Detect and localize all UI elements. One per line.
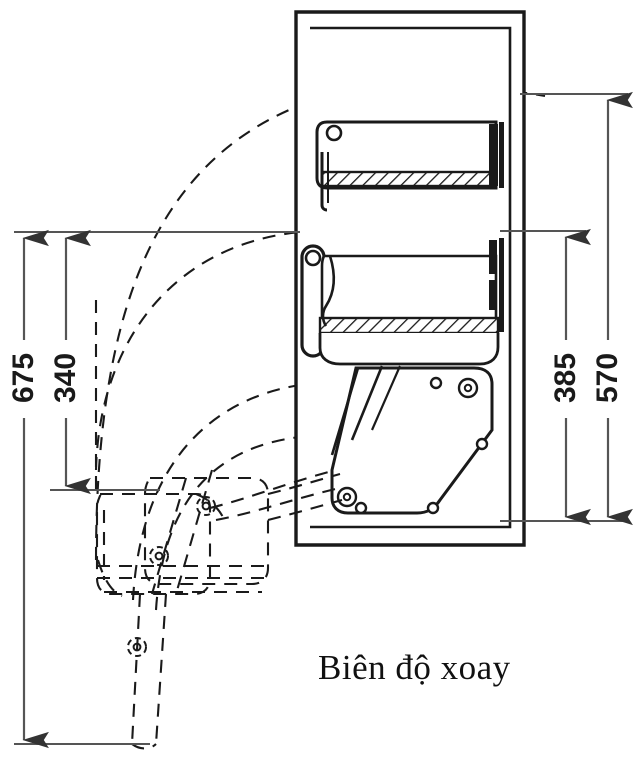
dimension-label-675: 675 [7,352,40,404]
dimension-label-385: 385 [549,352,582,404]
drawing-caption: Biên độ xoay [318,648,511,687]
lower-shelf-assembly [300,238,504,366]
phantom-pivot-circles [127,496,216,657]
dimension-label-570: 570 [591,352,624,404]
dimension-label-340: 340 [49,352,82,404]
dimension-text-gaps [12,340,621,418]
lift-mechanism-bracket [330,365,494,515]
upper-shelf-assembly [315,120,504,212]
